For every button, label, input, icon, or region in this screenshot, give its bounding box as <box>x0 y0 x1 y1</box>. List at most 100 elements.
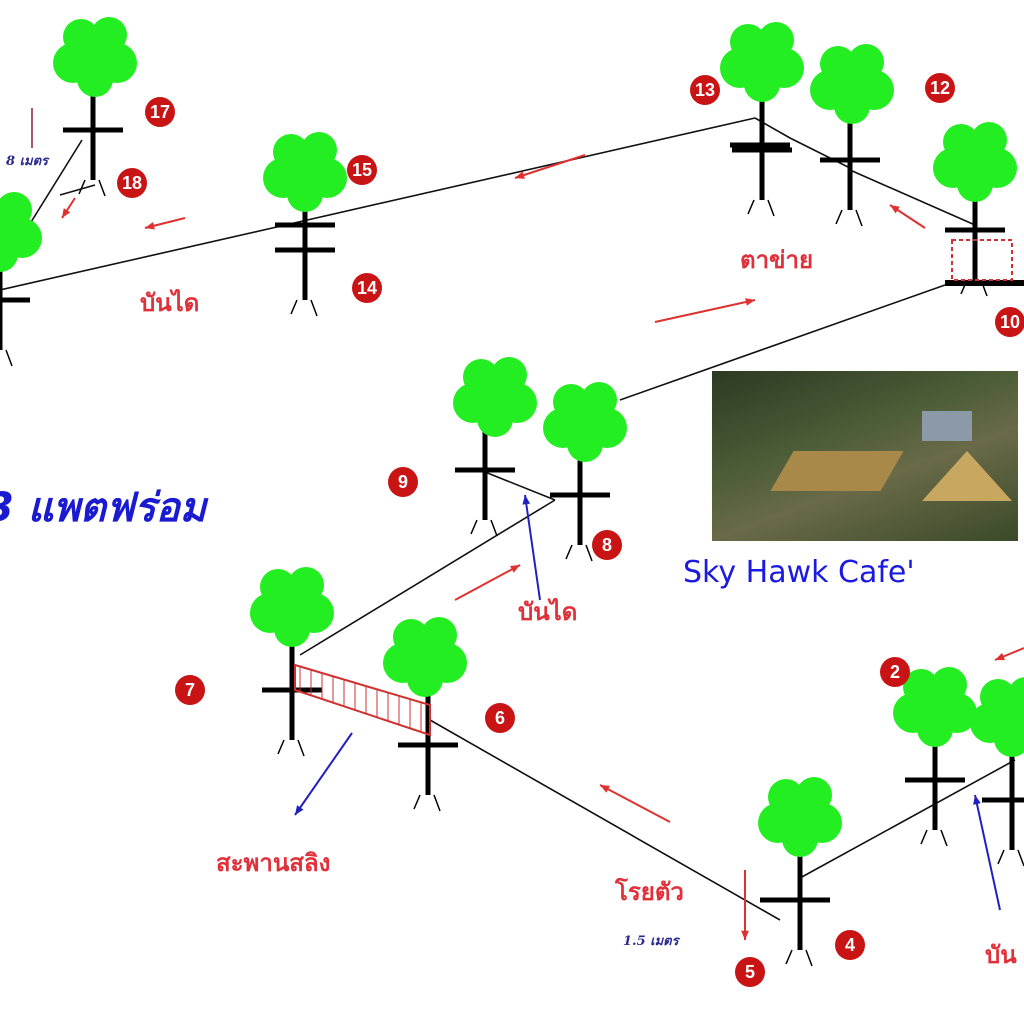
tree-root <box>290 299 298 315</box>
station-badge-15: 15 <box>347 155 377 185</box>
tree-root <box>835 209 843 225</box>
direction-arrow <box>654 299 756 323</box>
tree-root <box>855 209 863 227</box>
direction-arrow <box>599 784 671 823</box>
direction-arrow <box>454 564 521 601</box>
pointer-arrow-head <box>295 805 304 815</box>
direction-arrow-head <box>890 205 900 214</box>
station-badge-4: 4 <box>835 930 865 960</box>
tree-canopy <box>287 176 323 212</box>
zipline-cable <box>429 719 781 921</box>
direction-arrow <box>514 154 586 179</box>
tree-canopy <box>834 88 870 124</box>
tree-canopy <box>301 132 337 168</box>
tree-canopy <box>768 779 804 815</box>
station-badge-9: 9 <box>388 467 418 497</box>
tree-canopy <box>744 66 780 102</box>
pointer-arrow <box>974 794 1001 911</box>
direction-arrow-head <box>62 208 71 218</box>
photo-roof <box>922 451 1012 501</box>
tree-canopy <box>931 667 967 703</box>
zipline-cable <box>619 284 946 401</box>
label-rappel: โรยตัว <box>615 877 684 906</box>
direction-arrow-head <box>145 221 155 230</box>
tree-canopy <box>971 122 1007 158</box>
tree-canopy <box>421 617 457 653</box>
tree-canopy <box>903 669 939 705</box>
zipline-cable <box>799 759 1016 879</box>
station-badge-10: 10 <box>995 307 1024 337</box>
tree-root <box>78 179 86 195</box>
station-badge-14: 14 <box>352 273 382 303</box>
tree-canopy <box>463 359 499 395</box>
label-height-8m: 8 เมตร <box>6 154 49 169</box>
station-badge-7: 7 <box>175 675 205 705</box>
zipline-cable <box>849 169 976 226</box>
direction-arrow-head <box>741 930 749 940</box>
tree-root <box>98 179 106 197</box>
zipline-cable <box>789 137 851 169</box>
tree-root <box>310 299 318 317</box>
pointer-arrow <box>524 494 541 601</box>
station-badge-5: 5 <box>735 957 765 987</box>
tree-canopy <box>848 44 884 80</box>
label-platforms: 3 แพตฟร่อม <box>0 485 207 531</box>
tree-canopy <box>980 679 1016 715</box>
station-badge-12: 12 <box>925 73 955 103</box>
zipline-cable <box>479 469 556 501</box>
label-stairs-right: บัน <box>985 940 1017 969</box>
tree-canopy <box>288 567 324 603</box>
tree-canopy <box>407 661 443 697</box>
photo-deck <box>770 451 904 491</box>
tree-canopy <box>820 46 856 82</box>
cafe-photo <box>712 371 1018 541</box>
pointer-arrow-head <box>973 795 981 805</box>
tree-canopy <box>63 19 99 55</box>
tree-canopy <box>1008 677 1024 713</box>
tree-canopy <box>567 426 603 462</box>
station-badge-13: 13 <box>690 75 720 105</box>
label-stairs-mid: บันได <box>518 597 578 626</box>
direction-arrow-head <box>600 785 610 793</box>
tree-root <box>805 949 813 967</box>
tree-canopy <box>994 721 1024 757</box>
tree-canopy <box>393 619 429 655</box>
station-badge-18: 18 <box>117 168 147 198</box>
tree-root <box>565 544 573 560</box>
tree-root <box>470 519 478 535</box>
tree-root <box>997 849 1005 865</box>
zipline-cable <box>59 184 96 196</box>
direction-arrow-head <box>510 565 520 573</box>
station-badge-2: 2 <box>880 657 910 687</box>
tree-canopy <box>91 17 127 53</box>
tree-root <box>277 739 285 755</box>
label-stairs-top: บันได <box>140 288 200 317</box>
zipline-cable <box>0 117 756 291</box>
label-net: ตาข่าย <box>740 245 814 274</box>
pointer-arrow <box>294 732 353 816</box>
tree-root <box>1017 849 1024 867</box>
tree-root <box>747 199 755 215</box>
tree-canopy <box>0 192 32 228</box>
tree-canopy <box>917 711 953 747</box>
tree-root <box>940 829 948 847</box>
tree-root <box>433 794 441 812</box>
tree-root <box>490 519 498 537</box>
station-badge-17: 17 <box>145 97 175 127</box>
tree-canopy <box>77 61 113 97</box>
sling-bridge <box>294 663 431 737</box>
photo-hut <box>922 411 972 441</box>
tree-root <box>413 794 421 810</box>
tree-canopy <box>491 357 527 393</box>
pointer-arrow-head <box>522 495 531 505</box>
direction-arrow-head <box>515 171 525 179</box>
label-cafe: Sky Hawk Cafe' <box>683 555 915 590</box>
tree-canopy <box>0 236 18 272</box>
tree-canopy <box>260 569 296 605</box>
tree-canopy <box>477 401 513 437</box>
tree-canopy <box>581 382 617 418</box>
tree-root <box>585 544 593 562</box>
tree-canopy <box>957 166 993 202</box>
